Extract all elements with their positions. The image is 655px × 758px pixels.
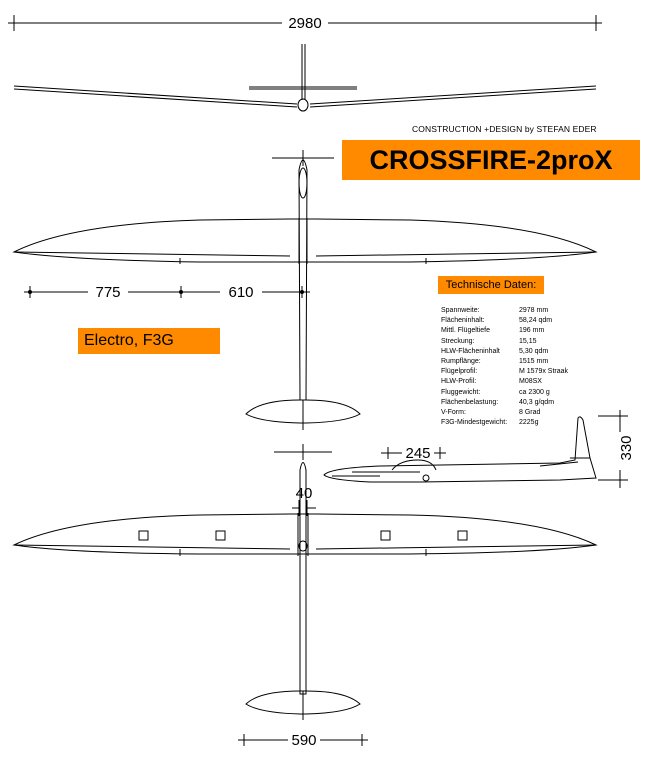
top-view-upper xyxy=(12,150,598,430)
top-view-lower xyxy=(12,444,598,746)
spec-row: V-Form: 8 Grad xyxy=(441,408,568,418)
spec-value: 8 Grad xyxy=(519,409,541,417)
outer-panel-label: 775 xyxy=(95,284,120,301)
spec-row: Streckung: 15,15 xyxy=(441,337,568,347)
spec-label: Spannweite: xyxy=(441,307,480,314)
spec-value: 196 mm xyxy=(519,327,545,335)
spec-value: 5,30 qdm xyxy=(519,347,549,355)
spec-row: Rumpflänge: 1515 mm xyxy=(441,357,568,367)
panel-dimension-line xyxy=(24,286,310,298)
spec-row: F3G-Mindestgewicht: 2225g xyxy=(441,418,568,428)
spec-value: 1515 mm xyxy=(519,358,549,366)
spec-row: Spannweite: 2978 mm xyxy=(441,306,568,316)
fin-height-label: 330 xyxy=(618,435,635,460)
spec-label: Mittl. Flügeltiefe xyxy=(441,327,491,335)
spec-row: Flächenbelastung: 40,3 g/qdm xyxy=(441,398,568,408)
spec-label: HLW-Flächeninhalt xyxy=(441,347,500,355)
spec-value: M08SX xyxy=(519,378,542,386)
spec-label: Fluggewicht: xyxy=(441,388,481,396)
spec-row: HLW-Profil: M08SX xyxy=(441,377,568,387)
side-view xyxy=(323,410,628,488)
spec-value: 2225g xyxy=(519,419,539,427)
spec-row: HLW-Flächeninhalt 5,30 qdm xyxy=(441,347,568,357)
spec-label: Streckung: xyxy=(441,337,475,345)
spec-label: HLW-Profil: xyxy=(441,378,477,386)
designer-credit: CONSTRUCTION +DESIGN by STEFAN EDER xyxy=(412,124,597,134)
spec-row: Flächeninhalt: 58,24 qdm xyxy=(441,316,568,326)
span-dimension-line xyxy=(8,15,602,31)
variant-label: Electro, F3G xyxy=(78,328,220,354)
spec-value: 15,15 xyxy=(519,337,537,345)
span-label: 2980 xyxy=(288,15,321,32)
spec-value: 40,3 g/qdm xyxy=(519,398,555,406)
spec-label: Flächeninhalt: xyxy=(441,317,485,325)
fuselage-width-label: 40 xyxy=(296,485,313,502)
stabilizer-span-label: 590 xyxy=(291,732,316,749)
inner-panel-label: 610 xyxy=(228,284,253,301)
spec-value: 58,24 qdm xyxy=(519,317,553,325)
spec-row: Fluggewicht: ca 2300 g xyxy=(441,388,568,398)
front-view xyxy=(13,44,597,112)
spec-value: 2978 mm xyxy=(519,307,549,314)
spec-row: Flügelprofil: M 1579x Straak xyxy=(441,367,568,377)
specs-header: Technische Daten: xyxy=(438,276,544,294)
specs-table: Spannweite: 2978 mm Flächeninhalt: 58,24 q… xyxy=(441,306,568,428)
model-title: CROSSFIRE-2proX xyxy=(342,140,640,180)
spec-value: M 1579x Straak xyxy=(519,368,569,376)
canopy-length-label: 245 xyxy=(405,445,430,462)
spec-label: V-Form: xyxy=(441,409,466,417)
spec-label: Flügelprofil: xyxy=(441,368,478,376)
spec-label: Rumpflänge: xyxy=(441,358,481,366)
spec-value: ca 2300 g xyxy=(519,388,550,396)
spec-row: Mittl. Flügeltiefe 196 mm xyxy=(441,326,568,336)
spec-label: Flächenbelastung: xyxy=(441,398,499,406)
spec-label: F3G-Mindestgewicht: xyxy=(441,419,508,427)
